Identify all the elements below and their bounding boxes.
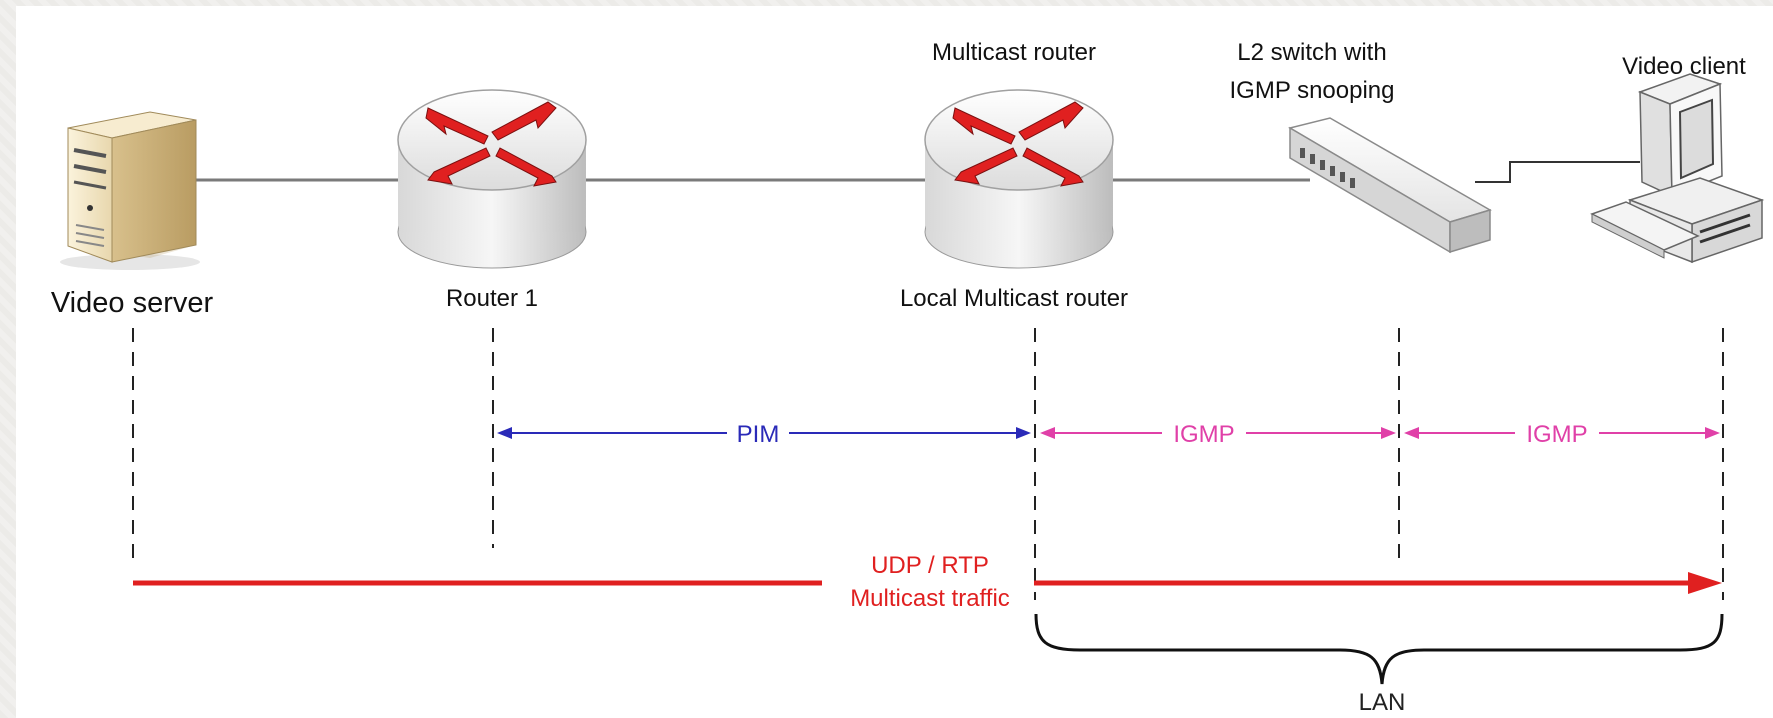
server-tower-icon (60, 111, 200, 270)
lan-brace: LAN (1034, 613, 1724, 716)
video-server-label: Video server (51, 287, 214, 319)
multicast-router-top-label: Multicast router (932, 39, 1096, 66)
network-switch-icon (1288, 117, 1492, 254)
router-cylinder-icon (924, 89, 1114, 269)
igmp-label-2: IGMP (1526, 421, 1587, 448)
pim-arrow: PIM (497, 418, 1031, 448)
multicast-router-bottom-label: Local Multicast router (900, 285, 1128, 312)
traffic-label-line2: Multicast traffic (850, 585, 1010, 612)
switch-label-line1: L2 switch with (1237, 39, 1386, 66)
node-labels: Video server Router 1 Multicast router L… (51, 39, 1746, 319)
multicast-traffic-arrow: UDP / RTP Multicast traffic (133, 547, 1722, 613)
link-switch-client (1475, 161, 1640, 183)
igmp-label-1: IGMP (1173, 421, 1234, 448)
router-cylinder-icon (397, 89, 587, 269)
router1-label: Router 1 (446, 285, 538, 312)
igmp-arrow-1: IGMP (1040, 418, 1396, 448)
switch-label-line2: IGMP snooping (1230, 77, 1395, 104)
lan-label: LAN (1359, 689, 1406, 716)
traffic-label-line1: UDP / RTP (871, 552, 989, 579)
desktop-computer-icon (1590, 73, 1765, 264)
video-client-label: Video client (1622, 53, 1746, 80)
vertical-guides (132, 328, 1724, 600)
pim-label: PIM (737, 421, 780, 448)
igmp-arrow-2: IGMP (1404, 418, 1720, 448)
